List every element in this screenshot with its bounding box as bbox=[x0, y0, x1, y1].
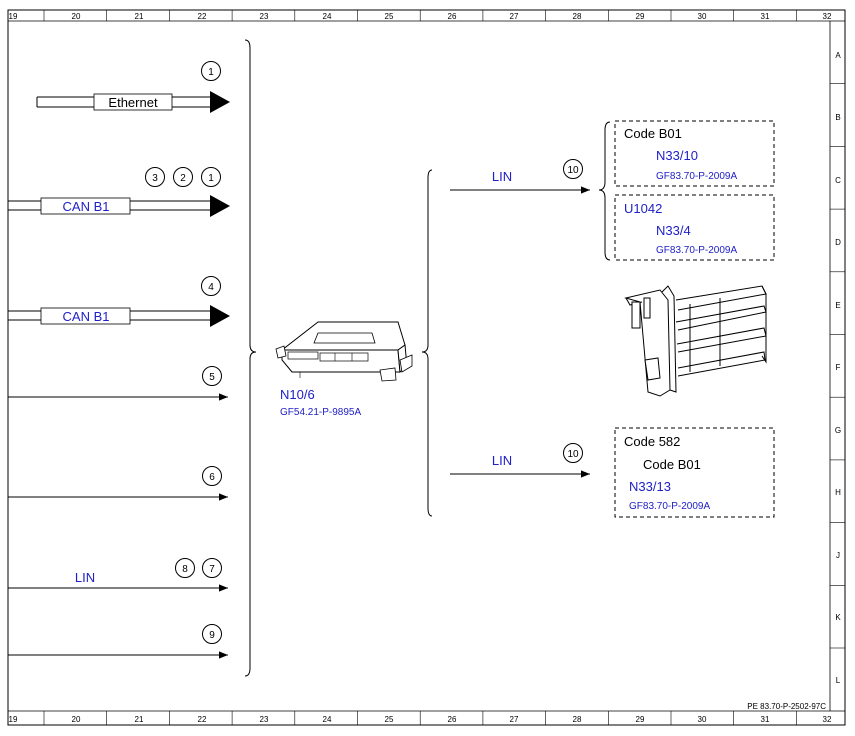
col-label: 23 bbox=[260, 715, 269, 724]
bus-label: CAN B1 bbox=[63, 309, 110, 324]
input-lin: LIN 8 7 bbox=[8, 558, 228, 592]
line-label: LIN bbox=[492, 453, 512, 468]
col-label: 26 bbox=[448, 715, 457, 724]
col-label: 30 bbox=[698, 12, 707, 21]
row-label: D bbox=[835, 238, 841, 247]
col-label: 23 bbox=[260, 12, 269, 21]
col-label: 32 bbox=[823, 715, 832, 724]
input-line-6: 6 bbox=[8, 466, 228, 501]
input-line-5: 5 bbox=[8, 366, 228, 401]
col-label: 29 bbox=[636, 715, 645, 724]
col-label: 22 bbox=[198, 715, 207, 724]
variant-box-code-582: Code 582 Code B01 N33/13 GF83.70-P-2009A bbox=[614, 427, 775, 518]
col-label: 19 bbox=[9, 715, 18, 724]
box-brace bbox=[598, 121, 611, 261]
col-label: 28 bbox=[573, 12, 582, 21]
variant-code: U1042 bbox=[624, 201, 662, 216]
badge: 10 bbox=[567, 165, 579, 176]
component-id: N33/13 bbox=[629, 479, 671, 494]
input-ethernet: Ethernet 1 bbox=[36, 61, 230, 113]
variant-code: Code B01 bbox=[624, 126, 682, 141]
bus-label: CAN B1 bbox=[63, 199, 110, 214]
bus-arrow-icon bbox=[210, 305, 230, 327]
badge: 1 bbox=[208, 67, 214, 78]
line-label: LIN bbox=[492, 169, 512, 184]
col-label: 27 bbox=[510, 12, 519, 21]
col-label: 27 bbox=[510, 715, 519, 724]
variant-box-u1042: U1042 N33/4 GF83.70-P-2009A bbox=[614, 194, 775, 261]
col-label: 31 bbox=[761, 12, 770, 21]
badge: 8 bbox=[182, 564, 188, 575]
badge: 3 bbox=[152, 173, 158, 184]
ruler-rows: A B C D E F G H J K L bbox=[835, 51, 841, 685]
badge: 2 bbox=[180, 173, 186, 184]
col-label: 20 bbox=[72, 715, 81, 724]
variant-code: Code 582 bbox=[624, 434, 680, 449]
component-ref: GF83.70-P-2009A bbox=[656, 171, 737, 182]
ruler-columns-bottom: 19 20 21 22 23 24 25 26 27 28 29 30 31 3… bbox=[9, 715, 832, 724]
row-label: H bbox=[835, 488, 841, 497]
col-label: 30 bbox=[698, 715, 707, 724]
input-brace bbox=[244, 39, 257, 677]
drawing-frame bbox=[7, 9, 846, 726]
input-can-b1-2: CAN B1 4 bbox=[8, 276, 230, 327]
col-label: 29 bbox=[636, 12, 645, 21]
document-reference: PE 83.70-P-2502-97C bbox=[747, 702, 826, 711]
col-label: 19 bbox=[9, 12, 18, 21]
badge: 7 bbox=[209, 564, 215, 575]
col-label: 32 bbox=[823, 12, 832, 21]
bus-label: LIN bbox=[75, 570, 95, 585]
output-lin-2: LIN 10 bbox=[450, 443, 590, 478]
component-id: N33/4 bbox=[656, 223, 691, 238]
bus-arrow-icon bbox=[210, 195, 230, 217]
row-label: E bbox=[835, 301, 840, 310]
row-label: F bbox=[836, 363, 841, 372]
col-label: 28 bbox=[573, 715, 582, 724]
input-line-9: 9 bbox=[8, 624, 228, 659]
component-ref: GF83.70-P-2009A bbox=[656, 245, 737, 256]
output-lin-1: LIN 10 bbox=[450, 159, 590, 194]
module-ref: GF54.21-P-9895A bbox=[280, 407, 361, 418]
col-label: 24 bbox=[323, 715, 332, 724]
variant-box-code-b01: Code B01 N33/10 GF83.70-P-2009A bbox=[614, 120, 775, 187]
col-label: 24 bbox=[323, 12, 332, 21]
bus-label: Ethernet bbox=[108, 95, 158, 110]
row-label: K bbox=[835, 613, 841, 622]
col-label: 25 bbox=[385, 12, 394, 21]
badge: 5 bbox=[209, 372, 215, 383]
bus-arrow-icon bbox=[210, 91, 230, 113]
row-label: B bbox=[835, 113, 840, 122]
output-brace bbox=[421, 169, 433, 517]
ruler-columns-top: 19 20 21 22 23 24 25 26 27 28 29 30 31 3… bbox=[9, 12, 832, 21]
badge: 9 bbox=[209, 630, 215, 641]
row-label: A bbox=[835, 51, 841, 60]
control-unit-icon bbox=[275, 321, 413, 382]
col-label: 21 bbox=[135, 12, 144, 21]
col-label: 20 bbox=[72, 12, 81, 21]
col-label: 25 bbox=[385, 715, 394, 724]
col-label: 31 bbox=[761, 715, 770, 724]
col-label: 22 bbox=[198, 12, 207, 21]
module-id: N10/6 bbox=[280, 387, 315, 402]
input-can-b1-1: CAN B1 3 2 1 bbox=[8, 167, 230, 217]
ptc-heater-icon bbox=[624, 285, 767, 397]
component-ref: GF83.70-P-2009A bbox=[629, 501, 710, 512]
variant-subcode: Code B01 bbox=[643, 457, 701, 472]
col-label: 26 bbox=[448, 12, 457, 21]
badge: 10 bbox=[567, 449, 579, 460]
col-label: 21 bbox=[135, 715, 144, 724]
badge: 6 bbox=[209, 472, 215, 483]
row-label: J bbox=[836, 551, 840, 560]
badge: 1 bbox=[208, 173, 214, 184]
row-label: G bbox=[835, 426, 841, 435]
component-id: N33/10 bbox=[656, 148, 698, 163]
row-label: L bbox=[836, 676, 841, 685]
badge: 4 bbox=[208, 282, 214, 293]
row-label: C bbox=[835, 176, 841, 185]
